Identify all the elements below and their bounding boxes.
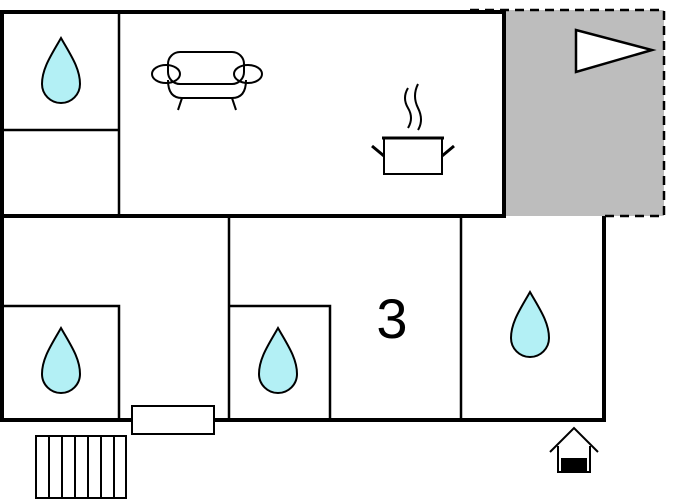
water-drop-icon [509, 289, 551, 358]
upper-block-walls [0, 10, 506, 218]
bathroom-bottom-left-walls [2, 304, 121, 420]
stairs-icon [35, 435, 127, 499]
water-drop-icon [40, 325, 82, 394]
pennant-flag-icon [574, 28, 657, 74]
house-entrance-icon [549, 426, 599, 473]
sofa-icon [151, 51, 263, 111]
cooking-pot-icon [371, 83, 455, 175]
water-drop-icon [257, 325, 299, 394]
room-number: 3 [376, 287, 407, 350]
bathroom-bottom-middle-walls [229, 304, 332, 420]
lower-block-walls [0, 216, 606, 422]
terrace-dashed-outline [470, 8, 666, 218]
water-drop-icon [40, 35, 82, 104]
entry-door [131, 405, 215, 435]
